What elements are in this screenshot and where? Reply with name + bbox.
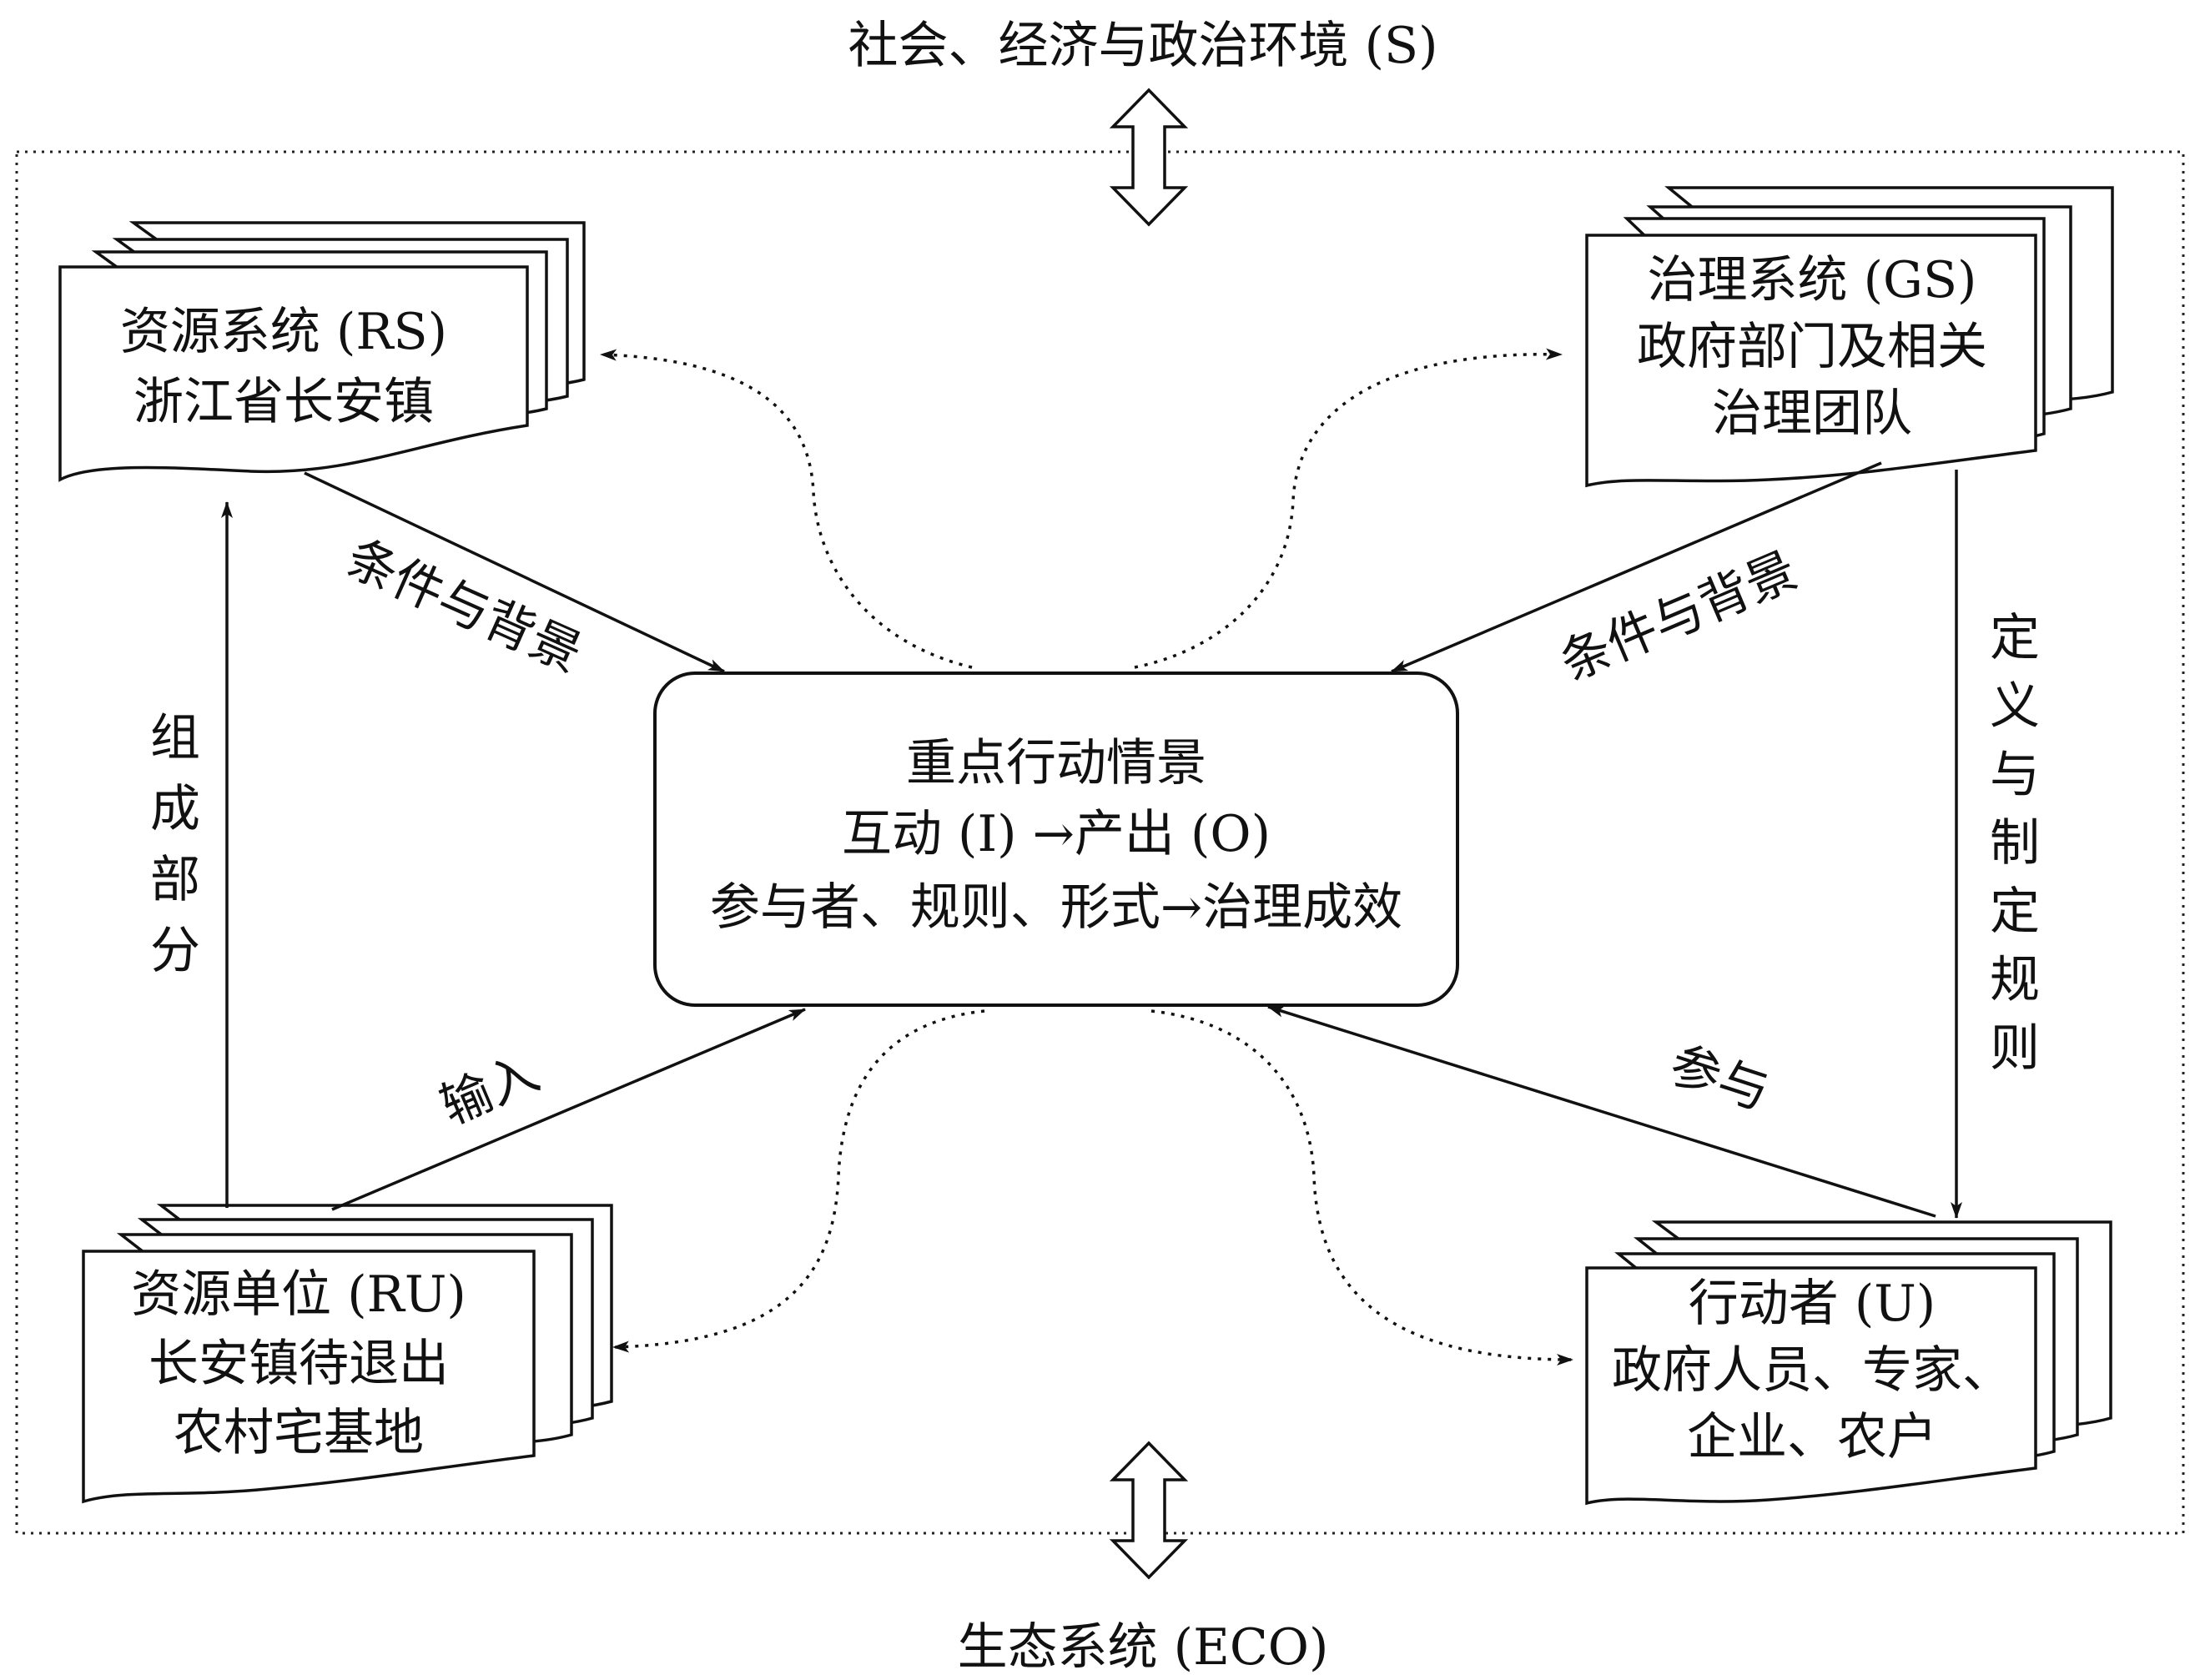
focal-action-situation-box: 重点行动情景 互动 (I) →产出 (O) 参与者、规则、形式→治理成效 xyxy=(653,671,1459,1007)
u-line3: 企业、农户 xyxy=(1687,1408,1937,1466)
actors-box: 行动者 (U) 政府人员、专家、 企业、农户 xyxy=(1585,1220,2112,1506)
label-gs-to-u-char: 规 xyxy=(1990,951,2040,1009)
label-gs-to-u: 定 义 与 制 定 规 则 xyxy=(1990,609,2040,1078)
label-u-to-center: 参与 xyxy=(1663,1035,1776,1122)
rs-location: 浙江省长安镇 xyxy=(133,373,434,431)
ru-line2: 长安镇待退出 xyxy=(149,1335,449,1393)
dotted-arrow-gs xyxy=(1134,348,1563,669)
label-gs-to-u-char: 则 xyxy=(1990,1019,2040,1078)
center-line2: 互动 (I) →产出 (O) xyxy=(842,805,1271,863)
environment-bottom-label: 生态系统 (ECO) xyxy=(958,1618,1329,1677)
arrow-gs-to-center xyxy=(1391,461,1882,673)
center-line3: 参与者、规则、形式→治理成效 xyxy=(710,878,1402,937)
dotted-arrow-u xyxy=(1150,1009,1573,1366)
label-ru-to-rs-char: 分 xyxy=(150,922,200,980)
arrow-rs-to-center xyxy=(304,471,725,673)
environment-top-label: 社会、经济与政治环境 (S) xyxy=(848,17,1438,75)
label-gs-to-u-char: 定 xyxy=(1990,883,2040,941)
label-gs-to-u-char: 制 xyxy=(1990,814,2040,873)
label-gs-to-u-char: 定 xyxy=(1990,609,2040,667)
arrow-u-to-center xyxy=(1267,1005,1936,1218)
gs-line3: 治理团队 xyxy=(1712,385,1912,443)
resource-system-box: 资源系统 (RS) 浙江省长安镇 xyxy=(58,221,586,482)
u-line2: 政府人员、专家、 xyxy=(1612,1341,2012,1400)
label-rs-to-center: 条件与背景 xyxy=(338,529,591,684)
resource-units-box: 资源单位 (RU) 长安镇待退出 农村宅基地 xyxy=(82,1204,613,1504)
dotted-arrow-rs xyxy=(600,349,973,669)
gs-line2: 政府部门及相关 xyxy=(1637,318,1987,376)
label-ru-to-center: 输入 xyxy=(432,1044,547,1136)
ru-title: 资源单位 (RU) xyxy=(131,1265,466,1324)
label-gs-to-u-char: 与 xyxy=(1990,746,2040,804)
center-line1: 重点行动情景 xyxy=(906,734,1206,792)
bottom-double-arrow xyxy=(1109,1441,1189,1580)
governance-system-box: 治理系统 (GS) 政府部门及相关 治理团队 xyxy=(1585,186,2114,488)
label-ru-to-rs-char: 组 xyxy=(150,709,200,767)
label-ru-to-rs-char: 部 xyxy=(150,851,200,909)
arrow-ru-to-center xyxy=(331,1008,806,1211)
top-double-arrow xyxy=(1109,88,1189,227)
label-gs-to-u-char: 义 xyxy=(1990,677,2040,736)
u-title: 行动者 (U) xyxy=(1689,1275,1936,1333)
system-boundary xyxy=(15,150,2185,1535)
gs-title: 治理系统 (GS) xyxy=(1648,251,1977,309)
label-gs-to-center: 条件与背景 xyxy=(1552,541,1805,693)
dotted-arrow-ru xyxy=(612,1009,985,1353)
label-ru-to-rs-char: 成 xyxy=(150,780,200,838)
rs-title: 资源系统 (RS) xyxy=(120,303,447,361)
ru-line3: 农村宅基地 xyxy=(174,1404,424,1462)
label-ru-to-rs: 组 成 部 分 xyxy=(150,709,200,980)
